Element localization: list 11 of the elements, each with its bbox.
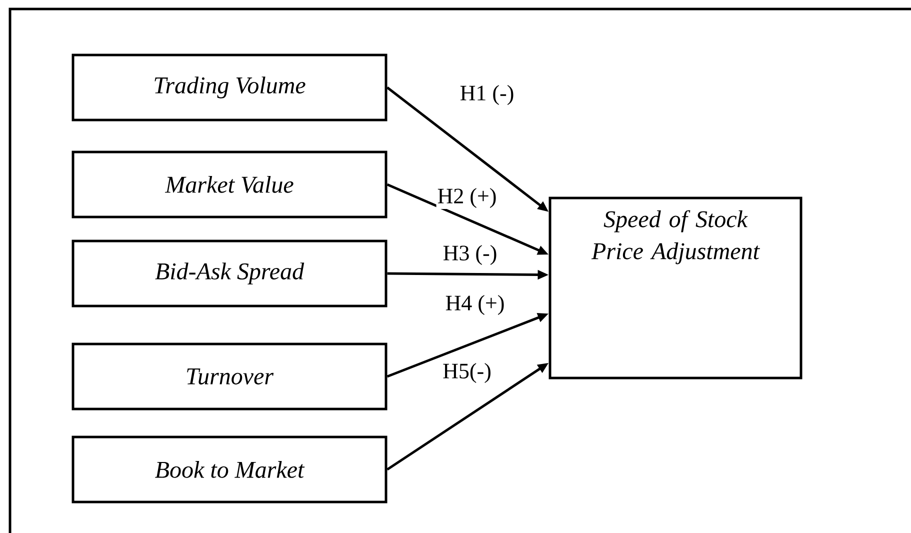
outcome-box: Speed of Stock Price Adjustment	[548, 196, 802, 380]
edge-label: H3 (-)	[442, 244, 498, 266]
edge-label: H2 (+)	[436, 187, 498, 209]
variable-box: Book to Market	[72, 436, 388, 504]
variable-box: Turnover	[72, 342, 388, 410]
edge-label: H5(-)	[442, 362, 492, 384]
variable-box: Trading Volume	[72, 54, 388, 122]
edge-label: H1 (-)	[458, 84, 516, 106]
edge-label: H4 (+)	[444, 294, 506, 316]
variable-box: Bid-Ask Spread	[72, 240, 388, 308]
variable-box: Market Value	[72, 150, 388, 218]
